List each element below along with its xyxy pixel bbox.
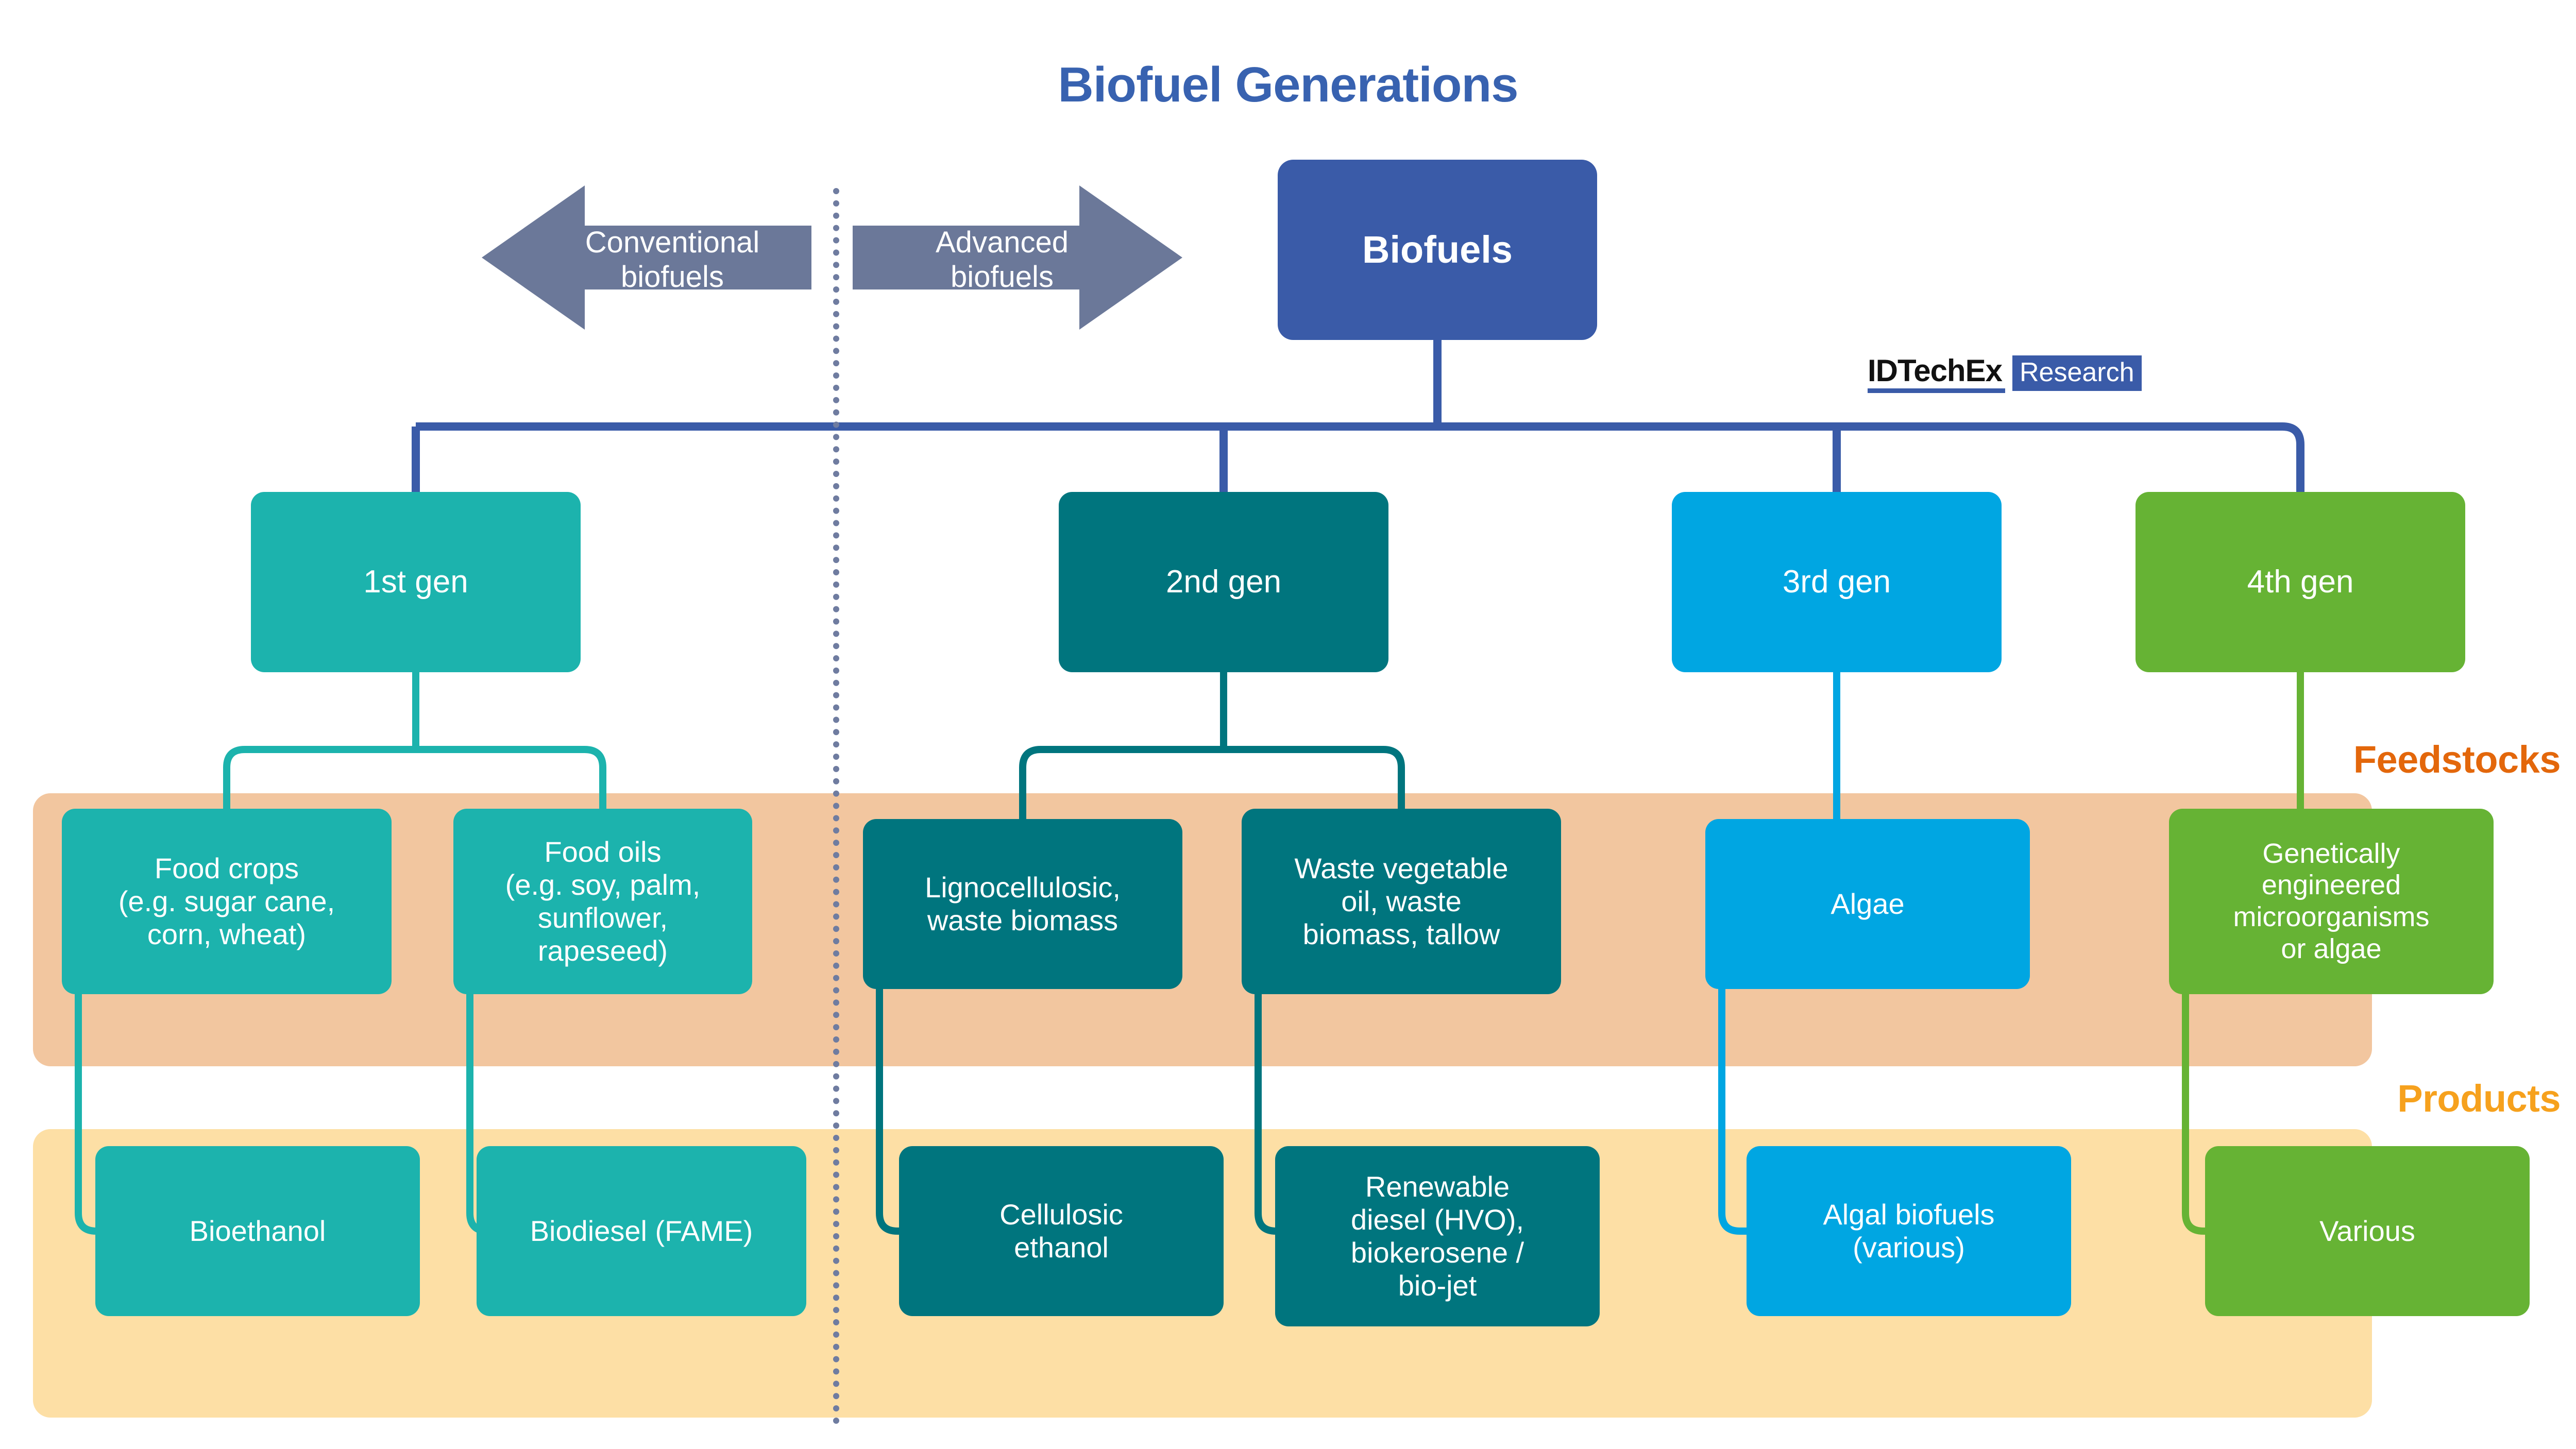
node-product-various-label: Various — [2319, 1215, 2415, 1248]
node-product-algal-biofuels-label: Algal biofuels (various) — [1823, 1198, 1995, 1264]
node-gen-3rd-label: 3rd gen — [1782, 564, 1891, 600]
conventional-advanced-divider — [833, 188, 839, 1424]
node-product-biodiesel-label: Biodiesel (FAME) — [530, 1215, 753, 1248]
node-product-cellulosic-ethanol[interactable]: Cellulosic ethanol — [899, 1146, 1224, 1316]
node-feedstock-waste-vegetable-oil-label: Waste vegetable oil, waste biomass, tall… — [1294, 852, 1509, 950]
node-feedstock-gmo-label: Genetically engineered microorganisms or… — [2233, 838, 2430, 964]
node-gen-2nd[interactable]: 2nd gen — [1059, 492, 1388, 672]
node-gen-3rd[interactable]: 3rd gen — [1672, 492, 2002, 672]
node-product-bioethanol[interactable]: Bioethanol — [95, 1146, 420, 1316]
node-product-bioethanol-label: Bioethanol — [189, 1215, 326, 1248]
node-product-biodiesel[interactable]: Biodiesel (FAME) — [477, 1146, 806, 1316]
node-product-various[interactable]: Various — [2205, 1146, 2530, 1316]
node-gen-2nd-label: 2nd gen — [1165, 564, 1282, 600]
idtechex-wordmark: IDTechEx — [1868, 355, 2005, 393]
idtechex-logo[interactable]: IDTechEx Research — [1868, 355, 2142, 393]
arrow-advanced-label: Advanced biofuels — [936, 226, 1069, 294]
node-feedstock-food-oils[interactable]: Food oils (e.g. soy, palm, sunflower, ra… — [453, 809, 752, 994]
node-feedstock-food-crops-label: Food crops (e.g. sugar cane, corn, wheat… — [118, 852, 335, 950]
products-band-label: Products — [2397, 1077, 2561, 1120]
feedstocks-band-label: Feedstocks — [2353, 738, 2561, 781]
node-gen-1st-label: 1st gen — [363, 564, 468, 600]
node-biofuels-label: Biofuels — [1362, 228, 1513, 271]
node-feedstock-food-crops[interactable]: Food crops (e.g. sugar cane, corn, wheat… — [62, 809, 392, 994]
node-product-renewable-diesel-label: Renewable diesel (HVO), biokerosene / bi… — [1350, 1170, 1524, 1302]
node-product-renewable-diesel[interactable]: Renewable diesel (HVO), biokerosene / bi… — [1275, 1146, 1600, 1326]
node-gen-4th-label: 4th gen — [2247, 564, 2354, 600]
page-title: Biofuel Generations — [1058, 57, 1518, 112]
node-feedstock-waste-vegetable-oil[interactable]: Waste vegetable oil, waste biomass, tall… — [1242, 809, 1561, 994]
arrow-conventional-biofuels: Conventional biofuels — [482, 185, 811, 330]
node-biofuels[interactable]: Biofuels — [1278, 160, 1597, 340]
node-gen-1st[interactable]: 1st gen — [251, 492, 581, 672]
arrow-conventional-label: Conventional biofuels — [585, 226, 760, 294]
arrow-advanced-biofuels: Advanced biofuels — [853, 185, 1182, 330]
node-feedstock-food-oils-label: Food oils (e.g. soy, palm, sunflower, ra… — [505, 836, 701, 967]
node-product-cellulosic-ethanol-label: Cellulosic ethanol — [999, 1198, 1123, 1264]
node-feedstock-algae-label: Algae — [1831, 888, 1905, 920]
node-feedstock-lignocellulosic-label: Lignocellulosic, waste biomass — [925, 871, 1121, 936]
node-feedstock-gmo[interactable]: Genetically engineered microorganisms or… — [2169, 809, 2494, 994]
node-gen-4th[interactable]: 4th gen — [2136, 492, 2465, 672]
node-product-algal-biofuels[interactable]: Algal biofuels (various) — [1747, 1146, 2071, 1316]
idtechex-research-badge: Research — [2012, 355, 2142, 391]
node-feedstock-lignocellulosic[interactable]: Lignocellulosic, waste biomass — [863, 819, 1182, 989]
node-feedstock-algae[interactable]: Algae — [1705, 819, 2030, 989]
